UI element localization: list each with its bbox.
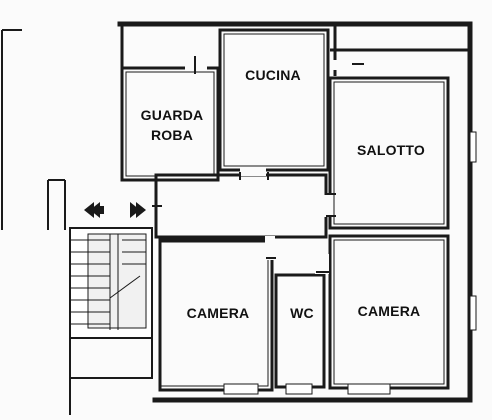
room-label-camera-left: CAMERA bbox=[187, 305, 250, 321]
room-label-camera-right: CAMERA bbox=[358, 303, 421, 319]
interior-walls bbox=[120, 24, 470, 392]
windows bbox=[223, 131, 477, 395]
door-jambs bbox=[152, 56, 364, 273]
room-label-guardaroba-line2: ROBA bbox=[151, 127, 193, 143]
room-label-cucina: CUCINA bbox=[245, 67, 301, 83]
room-label-wc: WC bbox=[290, 305, 314, 321]
stairwell bbox=[69, 227, 153, 379]
entrance-arrows bbox=[84, 202, 146, 218]
outer-walls bbox=[117, 21, 473, 403]
wall-double-lines bbox=[125, 33, 445, 387]
left-building-edge bbox=[1, 29, 71, 415]
room-labels: GUARDA ROBA CUCINA SALOTTO CAMERA WC CAM… bbox=[141, 67, 425, 321]
room-label-guardaroba-line1: GUARDA bbox=[141, 107, 204, 123]
room-label-salotto: SALOTTO bbox=[357, 142, 425, 158]
